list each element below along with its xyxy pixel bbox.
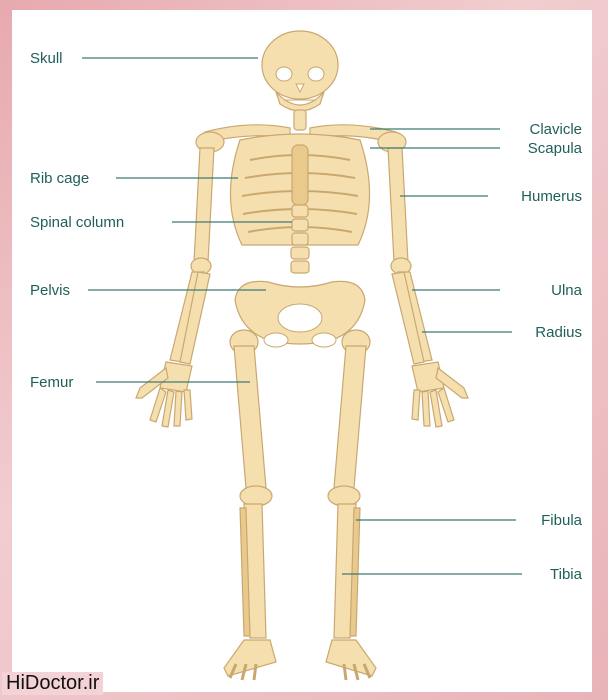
label-rib-cage: Rib cage xyxy=(30,170,89,187)
hand-bones xyxy=(136,362,468,427)
label-humerus: Humerus xyxy=(521,188,582,205)
label-scapula: Scapula xyxy=(528,140,583,157)
label-tibia: Tibia xyxy=(550,566,583,583)
skeleton-figure xyxy=(136,31,468,680)
foot-bones xyxy=(224,640,376,680)
label-radius: Radius xyxy=(535,324,582,341)
skull-shape xyxy=(262,31,338,111)
label-skull: Skull xyxy=(30,50,63,67)
label-pelvis: Pelvis xyxy=(30,282,70,299)
label-fibula: Fibula xyxy=(541,512,583,529)
label-femur: Femur xyxy=(30,374,73,391)
leg-bones xyxy=(230,330,370,638)
label-spinal-column: Spinal column xyxy=(30,214,124,231)
watermark: HiDoctor.ir xyxy=(2,672,103,695)
label-ulna: Ulna xyxy=(551,282,583,299)
label-clavicle: Clavicle xyxy=(529,121,582,138)
